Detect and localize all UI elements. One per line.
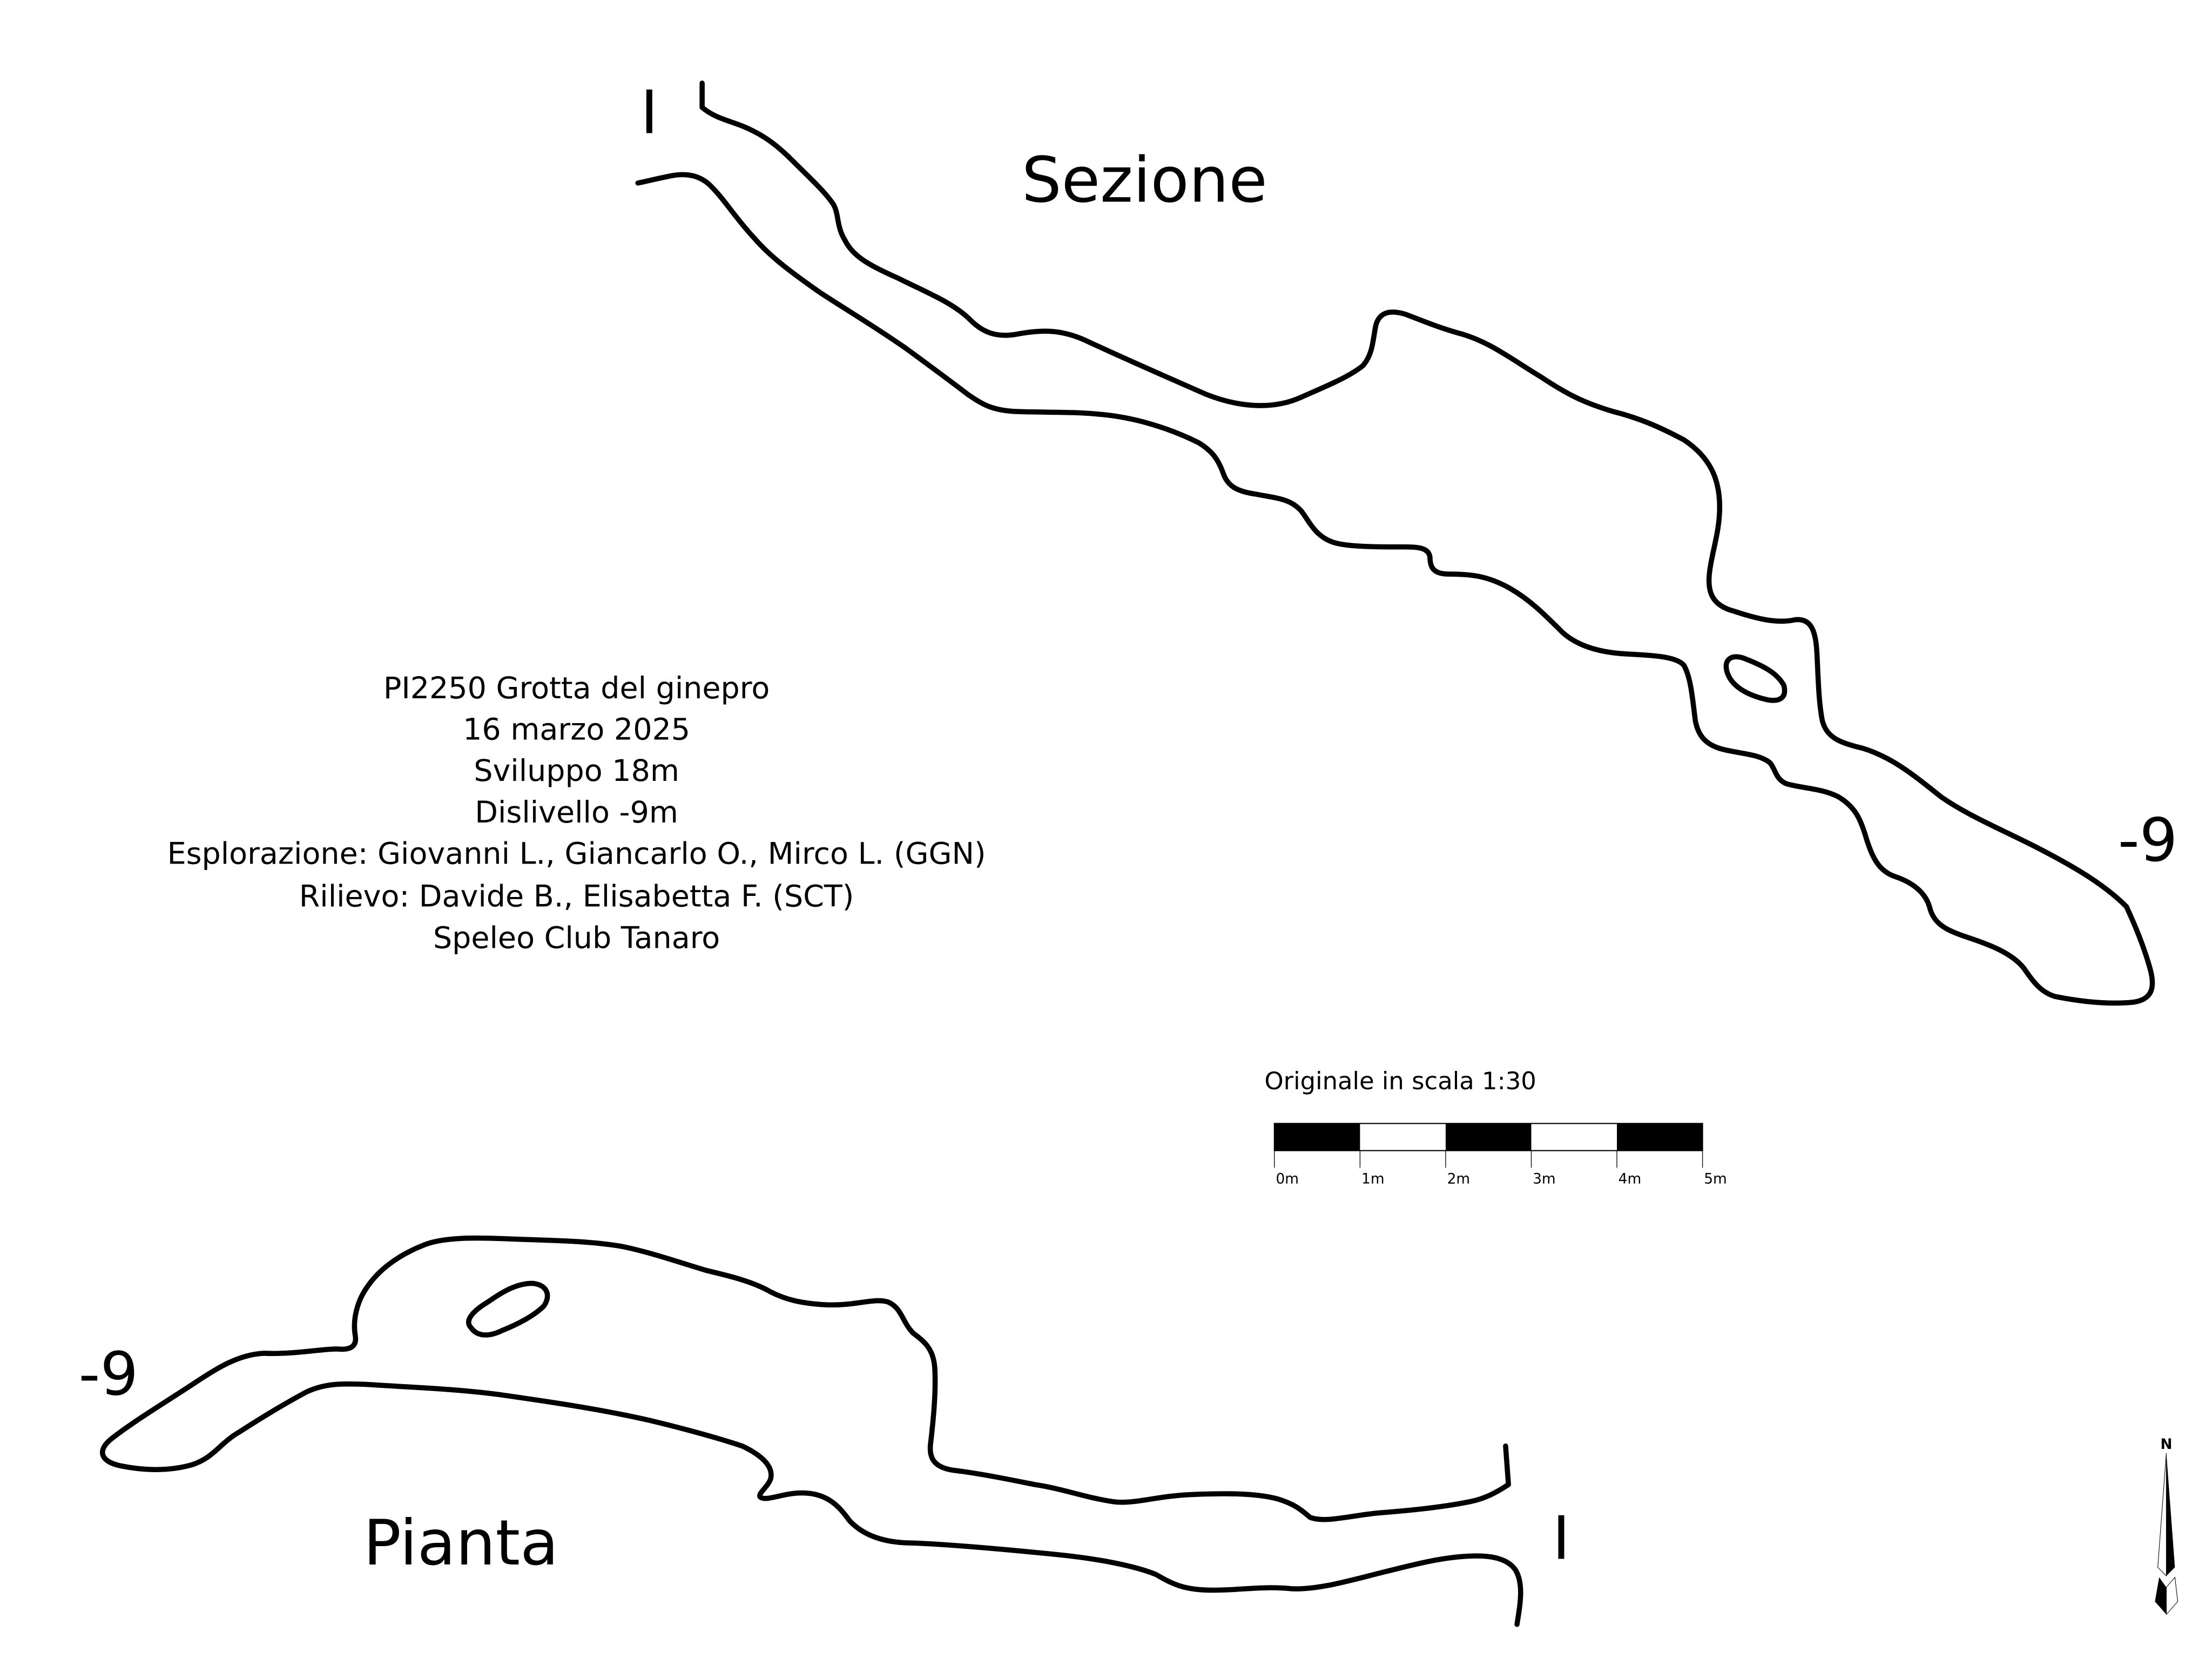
scale-title: Originale in scala 1:30 xyxy=(1264,1067,1536,1095)
section-rock-pillar xyxy=(1723,654,1788,703)
scale-segment xyxy=(1445,1123,1532,1151)
scale-tick-label: 3m xyxy=(1533,1170,1556,1187)
explorers: Esplorazione: Giovanni L., Giancarlo O.,… xyxy=(167,836,986,871)
surveyors: Rilievo: Davide B., Elisabetta F. (SCT) xyxy=(299,879,854,914)
section-cave-outline xyxy=(635,80,2155,1006)
scale-segment xyxy=(1617,1123,1703,1151)
plan-entrance-label: I xyxy=(1553,1503,1570,1573)
survey-date: 16 marzo 2025 xyxy=(463,712,690,747)
plan-cave-outline xyxy=(100,1235,1523,1627)
plan-depth-label: -9 xyxy=(79,1339,139,1409)
scale-segment xyxy=(1274,1123,1360,1151)
scale-tick-label: 2m xyxy=(1447,1170,1471,1187)
scale-tick-label: 0m xyxy=(1276,1170,1299,1187)
cave-depth: Dislivello -9m xyxy=(475,795,678,830)
section-depth-label: -9 xyxy=(2118,806,2178,875)
plan-drawing: -9 I Pianta xyxy=(79,1235,1570,1627)
section-entrance-label: I xyxy=(640,78,658,147)
cave-length: Sviluppo 18m xyxy=(474,753,679,788)
cave-name: PI2250 Grotta del ginepro xyxy=(383,671,770,706)
club-name: Speleo Club Tanaro xyxy=(433,920,720,955)
section-title: Sezione xyxy=(1022,144,1267,217)
plan-title: Pianta xyxy=(363,1507,559,1580)
scale-bar: Originale in scala 1:30 0m 1m 2m 3m 4m 5… xyxy=(1264,1067,1727,1187)
scale-tick-label: 5m xyxy=(1704,1170,1727,1187)
north-arrow-icon: N xyxy=(2155,1436,2179,1615)
scale-tick-label: 4m xyxy=(1618,1170,1642,1187)
survey-info-block: PI2250 Grotta del ginepro 16 marzo 2025 … xyxy=(167,671,986,955)
plan-rock-pillar xyxy=(466,1280,550,1338)
section-drawing: I Sezione -9 xyxy=(635,78,2178,1006)
scale-tick-label: 1m xyxy=(1361,1170,1385,1187)
north-label: N xyxy=(2160,1436,2172,1453)
